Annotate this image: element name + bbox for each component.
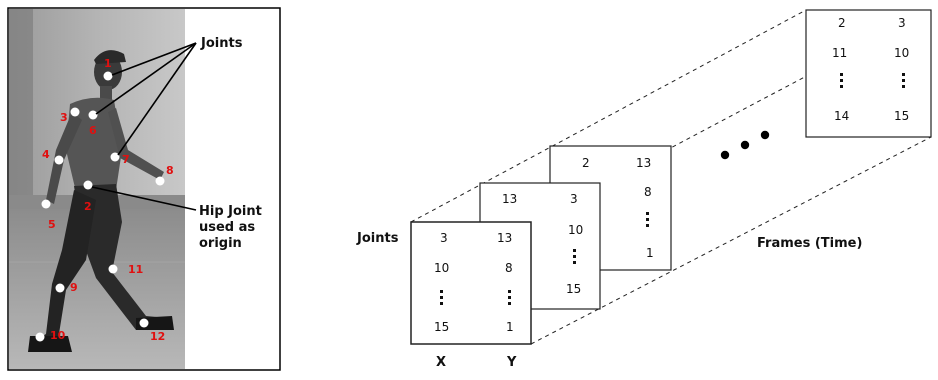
frame-last-x-1: 2	[838, 16, 846, 30]
joint-dot-12	[139, 318, 149, 328]
pointer-to-joint-6	[95, 42, 197, 115]
frame-third-y-1: 13	[636, 156, 651, 170]
joint-dot-4	[54, 155, 64, 165]
pointer-to-hip-joint	[91, 186, 197, 211]
frame-second-y-1: 3	[570, 192, 578, 206]
frame-second-x-3: 15	[566, 282, 581, 296]
frame-third-y-ellipsis	[646, 212, 649, 227]
joint-label-12: 12	[150, 330, 165, 343]
joint-label-8: 8	[166, 164, 174, 177]
joint-label-4: 4	[42, 148, 50, 161]
frame-last-x-ellipsis	[840, 73, 843, 88]
frame-second-x-1: 13	[502, 192, 517, 206]
frame-front: 3 13 10 8 15 1	[410, 221, 532, 345]
joint-label-2: 2	[84, 200, 92, 213]
frame-last-y-ellipsis	[902, 73, 905, 88]
frame-front-x-3: 15	[434, 320, 449, 334]
joint-dot-7	[110, 152, 120, 162]
joint-dot-8	[155, 176, 165, 186]
joint-label-5: 5	[48, 218, 56, 231]
frame-last-y-2: 10	[894, 46, 909, 60]
frame-last: 2 3 11 10 14 15	[805, 9, 932, 138]
hip-joint-callout-line1: Hip Joint	[199, 204, 262, 219]
joints-callout: Joints	[200, 36, 243, 51]
joint-label-1: 1	[104, 57, 112, 70]
hip-joint-callout-line2: used as	[199, 220, 255, 235]
frame-third-y-3: 1	[646, 246, 654, 260]
joint-dot-11	[108, 264, 118, 274]
frame-second-x-ellipsis	[573, 249, 576, 264]
frame-last-x-3: 14	[834, 109, 849, 123]
frame-front-y-1: 13	[497, 231, 512, 245]
pointer-lines	[91, 42, 197, 211]
joint-dot-9	[55, 283, 65, 293]
joint-dot-10	[35, 332, 45, 342]
frames-diagram: 2 3 11 10 14 15 2 13 8 1 13 3	[356, 9, 932, 370]
frame-third-y-2: 8	[644, 185, 652, 199]
walking-person-panel: 1 2 3 4 5 6 7 8 9 10 11 12 Joints Hip Jo…	[7, 7, 281, 371]
frame-second-x-2: 10	[568, 223, 583, 237]
walking-person-photo	[9, 9, 185, 369]
frame-third-x-1: 2	[582, 156, 590, 170]
joint-label-11: 11	[128, 263, 143, 276]
joint-label-10: 10	[50, 329, 66, 342]
joint-numbers: 1 2 3 4 5 6 7 8 9 10 11 12	[42, 57, 174, 343]
joint-dot-3	[70, 107, 80, 117]
joint-dot-2	[83, 180, 93, 190]
frame-front-x-2: 10	[434, 261, 449, 275]
frame-last-x-2: 11	[832, 46, 847, 60]
continuation-dots	[720, 130, 770, 160]
x-axis-label: X	[436, 355, 446, 370]
frame-front-x-1: 3	[440, 231, 448, 245]
joint-label-3: 3	[60, 111, 68, 124]
frames-time-label: Frames (Time)	[757, 236, 862, 251]
frame-front-x-ellipsis	[440, 290, 443, 305]
frame-front-y-ellipsis	[508, 290, 511, 305]
frame-last-y-1: 3	[898, 16, 906, 30]
frame-front-y-3: 1	[506, 320, 514, 334]
hip-joint-callout-line3: origin	[199, 236, 242, 251]
joint-dot-1	[103, 71, 113, 81]
joint-dot-5	[41, 199, 51, 209]
joint-markers	[35, 71, 165, 342]
frame-front-y-2: 8	[505, 261, 513, 275]
joint-dot-6	[88, 110, 98, 120]
joint-label-9: 9	[70, 281, 78, 294]
pointer-to-joint-7	[117, 42, 197, 156]
joint-label-6: 6	[89, 124, 97, 137]
y-axis-label: Y	[506, 355, 517, 370]
perspective-line-top-left	[410, 9, 807, 223]
person-silhouette	[28, 50, 174, 352]
pointer-to-joint-1	[111, 42, 197, 76]
joint-label-7: 7	[122, 153, 130, 166]
joints-axis-label: Joints	[356, 231, 399, 246]
frame-last-y-3: 15	[894, 109, 909, 123]
